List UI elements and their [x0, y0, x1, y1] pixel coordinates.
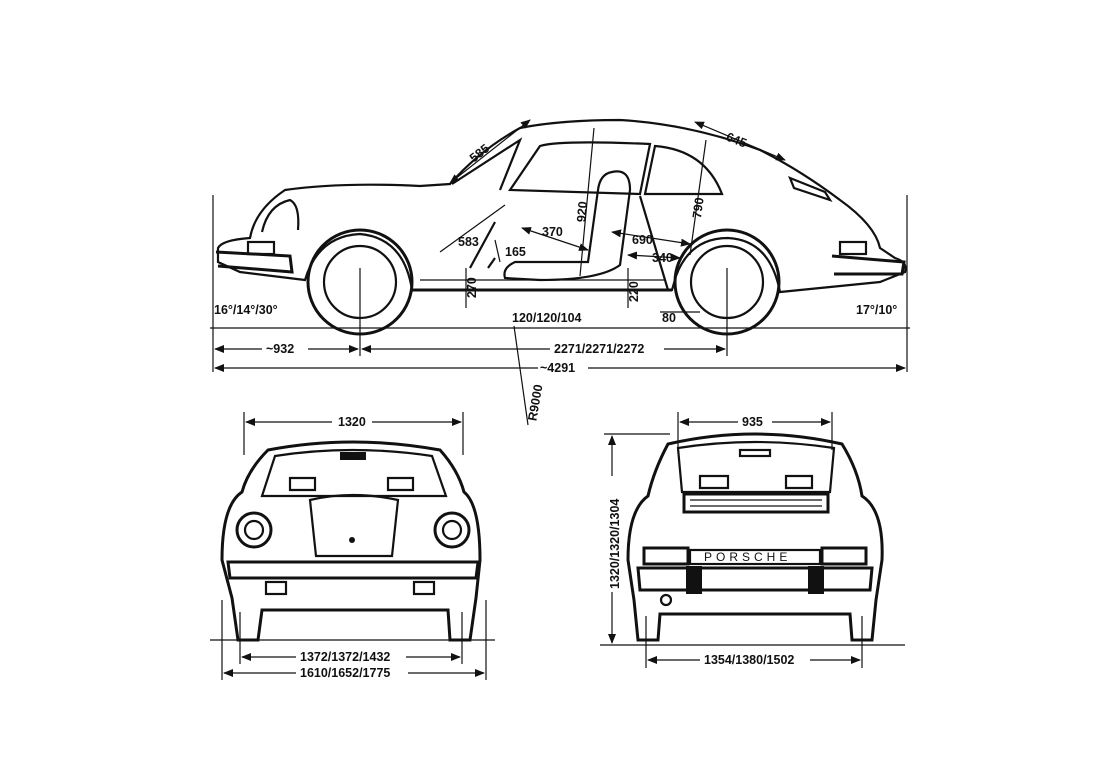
ground-clearance: 120/120/104: [512, 311, 582, 325]
rear-clearance: 80: [662, 311, 676, 325]
pedal: [487, 257, 496, 269]
front-seat-offset-line: [439, 204, 506, 253]
rear-window: [676, 440, 836, 494]
seat: [503, 170, 632, 282]
front-view: 1320 1372/1372/1432 1610/1652/1775: [210, 412, 495, 680]
front-seat-left: [288, 476, 317, 492]
front-seat-offset: 583: [458, 235, 479, 249]
overall-length: ~4291: [540, 361, 575, 375]
front-body-outline: [220, 440, 482, 642]
hood: [308, 493, 400, 558]
bumper-guard-left: [686, 566, 702, 594]
front-seat-right: [386, 476, 415, 492]
seat-height-line: [579, 127, 595, 277]
side-window-front: [507, 141, 652, 196]
headlight-left: [235, 511, 273, 549]
rear-bumper-rear: [636, 566, 874, 592]
rear-offset: 340: [652, 251, 673, 265]
sill-height-front: 270: [465, 277, 479, 298]
rear-badge: PORSCHE: [704, 550, 791, 564]
rear-wheel: [673, 228, 781, 336]
sill-height-rear: 220: [627, 281, 641, 302]
rear-seat-right: [784, 474, 814, 490]
headlight-bump: [260, 198, 300, 233]
rear-bumper: [831, 254, 906, 276]
front-light: [246, 240, 276, 256]
overall-width: 1610/1652/1775: [300, 666, 390, 680]
engine-grille-rear: [682, 492, 830, 514]
rear-window-width: 935: [742, 415, 763, 429]
rear-light: [838, 240, 868, 256]
fog-light-right: [412, 580, 436, 596]
steering-column: [469, 221, 496, 269]
overall-height: 1320/1320/1304: [608, 499, 622, 589]
pedal-height-line: [494, 239, 501, 263]
fog-light-left: [264, 580, 288, 596]
front-track-width: 1372/1372/1432: [300, 650, 390, 664]
turning-radius: R9000: [525, 383, 545, 422]
front-wheel: [306, 228, 414, 336]
third-brake-light: [738, 448, 772, 458]
front-angles: 16°/14°/30°: [214, 303, 278, 317]
turning-radius-line: [513, 325, 529, 426]
side-view: 585 645 920 790 583 165 370 690 340 270 …: [210, 118, 910, 426]
rear-view: 935 1320/1320/1304 PORSCHE 1354/1380/150…: [600, 412, 905, 668]
exhaust-pipe: [659, 593, 673, 607]
pedal-height: 165: [505, 245, 526, 259]
front-windshield: [260, 448, 448, 498]
engine-grille: [788, 176, 833, 203]
tail-light-left: [642, 546, 690, 566]
tail-light-right: [820, 546, 868, 566]
body-outline: [216, 118, 907, 294]
rear-track-width: 1354/1380/1502: [704, 653, 794, 667]
windshield-dim-line: [449, 119, 531, 184]
bumper-guard-right: [808, 566, 824, 594]
legroom: 690: [632, 233, 653, 247]
legroom-line: [611, 229, 691, 247]
seat-depth: 370: [542, 225, 563, 239]
crest-icon: [349, 537, 355, 543]
rear-headroom-line: [689, 139, 707, 256]
seat-depth-line: [521, 227, 589, 251]
front-bumper-front: [226, 560, 480, 580]
front-overhang: ~932: [266, 342, 294, 356]
seat-height: 920: [574, 201, 590, 223]
headlight-right: [433, 511, 471, 549]
rear-headroom: 790: [690, 197, 707, 220]
rear-window-length: 645: [724, 130, 749, 151]
rear-offset-line: [627, 251, 681, 262]
rear-window-dim-line: [694, 121, 786, 161]
rear-view-mirror: [340, 452, 366, 460]
rear-angles: 17°/10°: [856, 303, 897, 317]
roof-width: 1320: [338, 415, 366, 429]
wheelbase: 2271/2271/2272: [554, 342, 644, 356]
side-window-rear: [643, 144, 724, 196]
badge-strip: [688, 548, 822, 566]
rear-body-outline: [626, 432, 884, 642]
rear-seat-left: [698, 474, 730, 490]
